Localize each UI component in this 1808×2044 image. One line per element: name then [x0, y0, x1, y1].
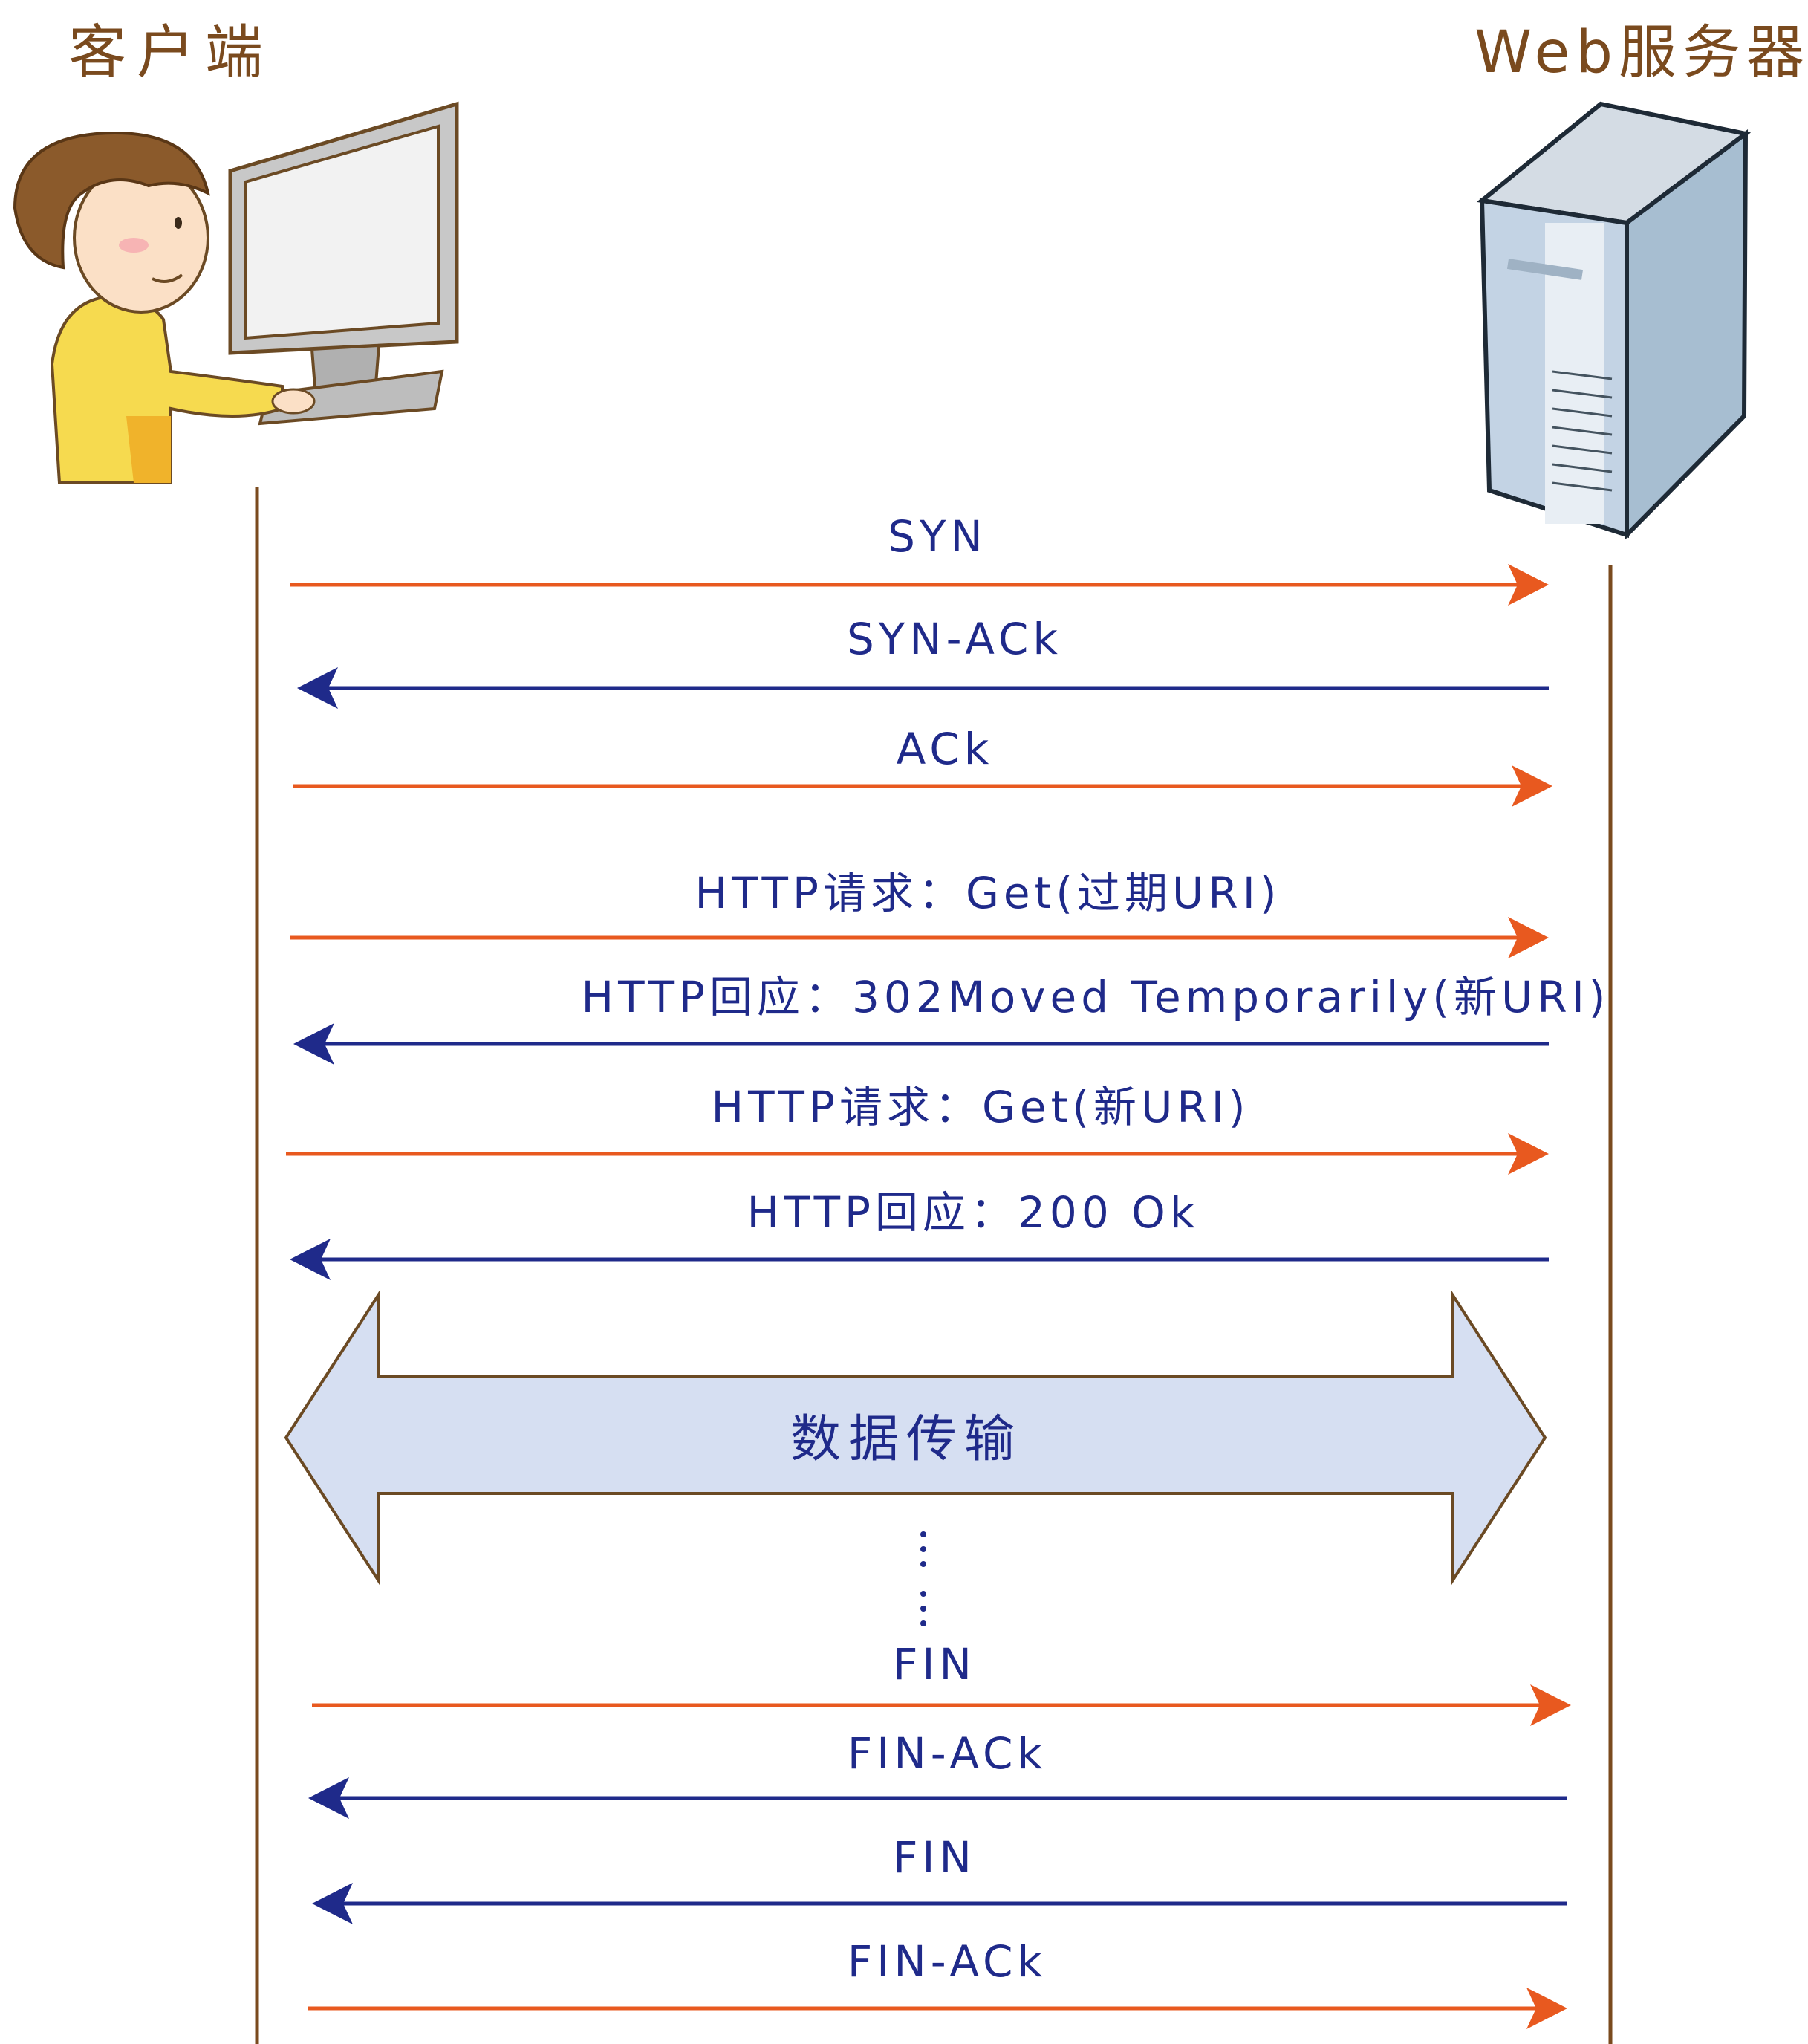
message-11: FIN-ACk: [308, 1936, 1567, 2029]
message-4: HTTP请求：Get(过期URI): [290, 868, 1549, 958]
arrowhead-left-icon: [312, 1883, 353, 1924]
message-label: FIN: [893, 1832, 976, 1883]
arrowhead-left-icon: [290, 1239, 331, 1280]
arrowhead-right-icon: [1512, 765, 1552, 807]
message-1: SYN: [290, 511, 1549, 606]
message-9: FIN-ACk: [308, 1728, 1567, 1819]
message-label: ACk: [897, 724, 994, 774]
message-label: HTTP回应：302Moved Temporarily(新URI): [582, 972, 1610, 1022]
arrowhead-left-icon: [293, 1023, 334, 1065]
message-label: HTTP回应：200 Ok: [747, 1187, 1200, 1238]
client-person-icon: [13, 101, 459, 484]
arrowhead-left-icon: [308, 1777, 349, 1819]
server-icon: [1476, 101, 1752, 541]
client-title: 客户端: [68, 19, 274, 86]
message-5: HTTP回应：302Moved Temporarily(新URI): [293, 972, 1610, 1065]
arrowhead-left-icon: [297, 667, 338, 709]
arrowhead-right-icon: [1526, 1988, 1567, 2029]
data-transfer-band: 数据传输: [284, 1289, 1547, 1586]
arrowhead-right-icon: [1508, 564, 1549, 606]
double-arrow-icon: [284, 1289, 1547, 1586]
message-label: SYN-ACk: [847, 614, 1062, 664]
server-title: Web服务器: [1474, 19, 1808, 86]
message-label: SYN: [888, 511, 987, 562]
message-label: HTTP请求：Get(新URI): [712, 1082, 1250, 1132]
transfer-label: 数据传输: [790, 1410, 1022, 1469]
message-label: FIN-ACk: [848, 1936, 1047, 1987]
message-label: FIN-ACk: [848, 1728, 1047, 1779]
message-7: HTTP回应：200 Ok: [290, 1187, 1549, 1280]
continuation-dots: [920, 1531, 926, 1626]
arrowhead-right-icon: [1508, 917, 1549, 958]
arrowhead-right-icon: [1508, 1133, 1549, 1175]
message-2: SYN-ACk: [297, 614, 1549, 709]
message-10: FIN: [312, 1832, 1567, 1924]
message-8: FIN: [312, 1639, 1571, 1726]
message-3: ACk: [293, 724, 1552, 807]
arrowhead-right-icon: [1530, 1684, 1571, 1726]
message-label: FIN: [893, 1639, 976, 1690]
message-6: HTTP请求：Get(新URI): [286, 1082, 1549, 1175]
message-label: HTTP请求：Get(过期URI): [695, 868, 1281, 918]
